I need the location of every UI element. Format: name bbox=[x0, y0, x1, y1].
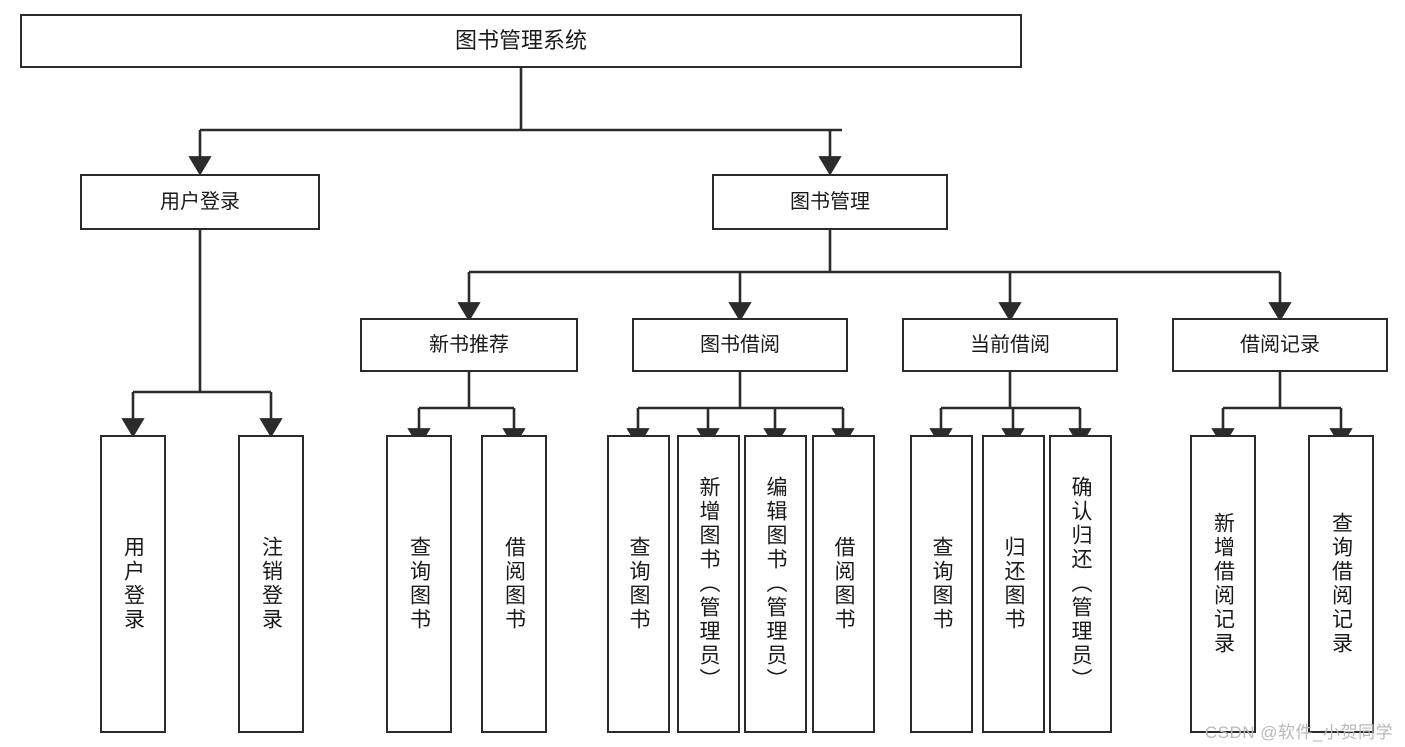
leaf-user-login[interactable]: 用户登录 bbox=[100, 435, 166, 733]
leaf-current-query-book[interactable]: 查询图书 bbox=[910, 435, 973, 733]
leaf-user-logout[interactable]: 注销登录 bbox=[238, 435, 304, 733]
leaf-borrow-edit-book-label: 编辑图书（管理员） bbox=[764, 476, 787, 692]
leaf-current-query-book-label: 查询图书 bbox=[930, 536, 953, 632]
node-root-system[interactable]: 图书管理系统 bbox=[20, 14, 1022, 68]
node-new-book-recommend[interactable]: 新书推荐 bbox=[360, 318, 578, 372]
leaf-current-return-book[interactable]: 归还图书 bbox=[982, 435, 1045, 733]
leaf-record-add[interactable]: 新增借阅记录 bbox=[1190, 435, 1256, 733]
leaf-record-query[interactable]: 查询借阅记录 bbox=[1308, 435, 1374, 733]
leaf-borrow-add-book-label: 新增图书（管理员） bbox=[697, 476, 720, 692]
leaf-record-query-label: 查询借阅记录 bbox=[1329, 512, 1353, 656]
node-book-management-label: 图书管理 bbox=[790, 191, 870, 213]
leaf-user-login-label: 用户登录 bbox=[121, 536, 145, 632]
leaf-current-return-book-label: 归还图书 bbox=[1002, 536, 1025, 632]
node-book-borrow-label: 图书借阅 bbox=[700, 334, 780, 356]
node-borrow-record-label: 借阅记录 bbox=[1240, 334, 1320, 356]
edge-root-to-level1 bbox=[188, 68, 842, 176]
leaf-borrow-query-book[interactable]: 查询图书 bbox=[607, 435, 670, 733]
leaf-new-borrow-book-label: 借阅图书 bbox=[502, 536, 526, 632]
leaf-new-query-book-label: 查询图书 bbox=[407, 536, 431, 632]
leaf-borrow-query-book-label: 查询图书 bbox=[627, 536, 650, 632]
node-current-borrow[interactable]: 当前借阅 bbox=[902, 318, 1118, 372]
leaf-new-query-book[interactable]: 查询图书 bbox=[386, 435, 452, 733]
leaf-borrow-lend-book-label: 借阅图书 bbox=[832, 536, 855, 632]
leaf-new-borrow-book[interactable]: 借阅图书 bbox=[481, 435, 547, 733]
leaf-user-logout-label: 注销登录 bbox=[259, 536, 283, 632]
edge-book-borrow-to-leaves bbox=[626, 372, 855, 448]
node-book-borrow[interactable]: 图书借阅 bbox=[632, 318, 848, 372]
leaf-record-add-label: 新增借阅记录 bbox=[1211, 512, 1235, 656]
leaf-borrow-edit-book[interactable]: 编辑图书（管理员） bbox=[744, 435, 807, 733]
node-book-management[interactable]: 图书管理 bbox=[712, 174, 948, 230]
edge-borrow-record-to-leaves bbox=[1211, 372, 1353, 448]
leaf-current-confirm-return-label: 确认归还（管理员） bbox=[1069, 476, 1092, 692]
leaf-borrow-lend-book[interactable]: 借阅图书 bbox=[812, 435, 875, 733]
node-current-borrow-label: 当前借阅 bbox=[970, 334, 1050, 356]
node-new-book-recommend-label: 新书推荐 bbox=[429, 334, 509, 356]
node-user-login-label: 用户登录 bbox=[160, 191, 240, 213]
watermark-text: CSDN @软件_小贺同学 bbox=[1204, 723, 1393, 742]
node-root-system-label: 图书管理系统 bbox=[454, 27, 587, 53]
edge-new-book-to-leaves bbox=[407, 372, 526, 448]
edge-book-mgmt-to-level2 bbox=[457, 230, 1292, 322]
leaf-current-confirm-return[interactable]: 确认归还（管理员） bbox=[1049, 435, 1112, 733]
edge-user-login-to-leaves bbox=[121, 230, 283, 438]
node-user-login[interactable]: 用户登录 bbox=[80, 174, 320, 230]
node-borrow-record[interactable]: 借阅记录 bbox=[1172, 318, 1388, 372]
edge-current-borrow-to-leaves bbox=[929, 372, 1092, 448]
leaf-borrow-add-book[interactable]: 新增图书（管理员） bbox=[677, 435, 740, 733]
